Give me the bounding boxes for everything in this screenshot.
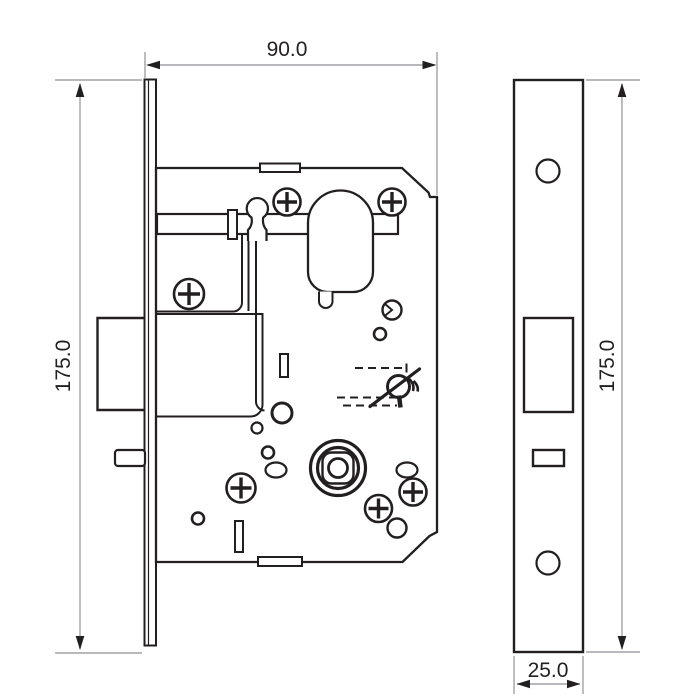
arrow-left-icon	[516, 679, 530, 689]
dimension-width-bottom: 25.0	[513, 656, 584, 694]
guard-pin	[113, 448, 147, 468]
dome-drop-detail	[318, 291, 334, 309]
dimension-height-left: 175.0	[52, 79, 142, 654]
screw-hole-top	[535, 158, 561, 184]
spring-dome	[306, 189, 375, 294]
auxiliary-cutout	[531, 448, 566, 468]
dimension-label-faceplate-width: 25.0	[528, 659, 569, 682]
phillips-screw-icon	[172, 277, 206, 311]
top-tab	[259, 162, 301, 173]
small-hole	[260, 445, 276, 460]
oval-hole	[264, 461, 288, 479]
rivet-hole	[386, 517, 408, 539]
cylinder-hub	[308, 438, 368, 498]
phillips-screw-icon	[363, 493, 394, 524]
small-hole	[372, 326, 388, 342]
arrow-up-icon	[617, 83, 627, 97]
bottom-tab	[257, 556, 303, 567]
lever-channel-line	[255, 240, 265, 412]
phillips-screw-icon	[377, 187, 407, 217]
arrow-down-icon	[75, 636, 85, 650]
compartment-lower	[157, 313, 264, 418]
rivet-hole	[270, 401, 294, 425]
arrow-right-icon	[422, 60, 437, 70]
faceplate-edge	[143, 78, 157, 647]
spindle-stop-plate	[227, 209, 238, 240]
deadbolt	[96, 316, 145, 412]
faceplate-front-view	[512, 78, 585, 654]
arrow-up-icon	[75, 83, 85, 97]
screw-hole-bottom	[535, 550, 561, 576]
arrow-down-icon	[617, 636, 627, 650]
arrow-right-icon	[567, 679, 581, 689]
slot	[279, 353, 289, 378]
phillips-screw-icon	[398, 477, 428, 507]
dimension-label-height-right: 175.0	[596, 340, 619, 393]
compartment-upper	[157, 234, 243, 313]
deadbolt-cutout	[522, 316, 575, 414]
no-key-icon	[368, 367, 422, 409]
dimension-height-right: 175.0	[586, 79, 640, 653]
dimension-label-height-left: 175.0	[52, 340, 75, 393]
arrow-left-icon	[146, 60, 160, 70]
small-hole	[190, 511, 206, 526]
dimension-width-top: 90.0	[144, 38, 438, 195]
phillips-screw-icon	[225, 472, 257, 504]
follower-pawl	[245, 196, 270, 241]
phillips-screw-icon	[272, 187, 302, 217]
slot	[234, 520, 244, 553]
oval-hole	[395, 461, 419, 479]
small-hole	[250, 421, 264, 435]
dimension-label-width: 90.0	[267, 38, 308, 61]
notched-hole	[381, 299, 403, 321]
lock-body-front-view	[96, 78, 439, 647]
